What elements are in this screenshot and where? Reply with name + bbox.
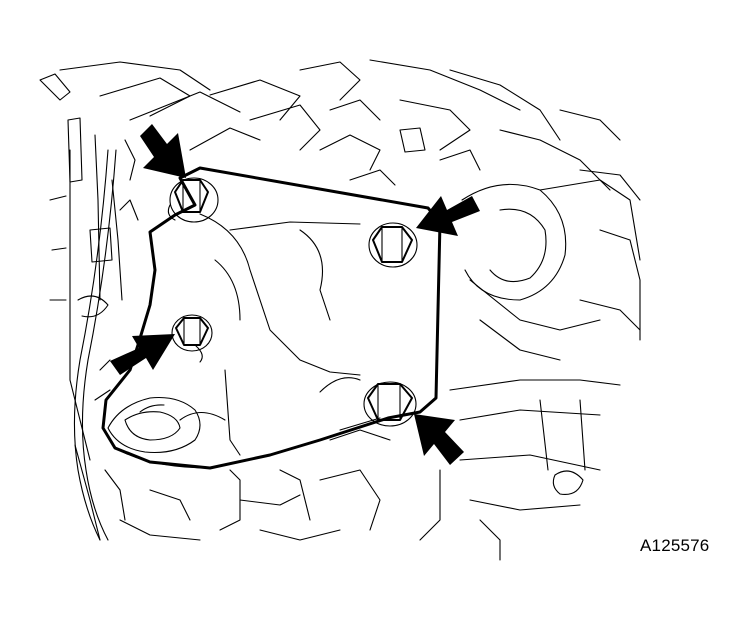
engine-block-background [39, 59, 641, 561]
lower-right-bolt [363, 381, 417, 427]
arrow-icon [140, 124, 186, 178]
upper-right-bolt [368, 222, 418, 268]
arrow-icon [414, 414, 464, 465]
middle-left-bolt [171, 314, 213, 363]
upper-left-bolt [167, 177, 219, 223]
figure-reference-code: A125576 [640, 536, 710, 555]
arrow-icon [110, 334, 175, 375]
mount-bracket [101, 166, 442, 470]
arrow-icon [416, 196, 480, 236]
